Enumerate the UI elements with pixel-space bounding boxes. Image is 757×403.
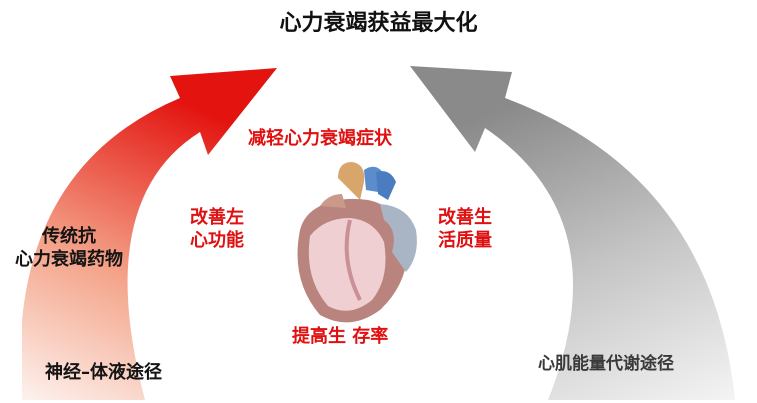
heart-illustration: [297, 162, 417, 323]
red-arrow: [22, 68, 277, 400]
gray-arrow: [410, 66, 735, 400]
benefit-survival: 提高生 存率: [292, 326, 389, 347]
traditional-drugs-line1: 传统抗: [42, 226, 96, 247]
benefit-relieve-symptoms: 减轻心力衰竭症状: [248, 128, 392, 149]
page-title: 心力衰竭获益最大化: [279, 11, 478, 36]
benefit-lv-function-line1: 改善左: [190, 207, 244, 228]
benefit-quality-of-life: 改善生 活质量: [438, 207, 492, 252]
benefit-quality-of-life-line1: 改善生: [438, 207, 492, 228]
traditional-drugs-line2: 心力衰竭药物: [15, 248, 123, 270]
neurohumoral-pathway-label: 神经–体液途径: [45, 362, 162, 383]
myocardial-energy-pathway-label: 心肌能量代谢途径: [538, 354, 674, 374]
benefit-lv-function-line2: 心功能: [190, 229, 244, 251]
benefit-quality-of-life-line2: 活质量: [438, 229, 492, 251]
traditional-drugs-label: 传统抗 心力衰竭药物: [15, 226, 123, 271]
benefit-lv-function: 改善左 心功能: [190, 207, 244, 252]
